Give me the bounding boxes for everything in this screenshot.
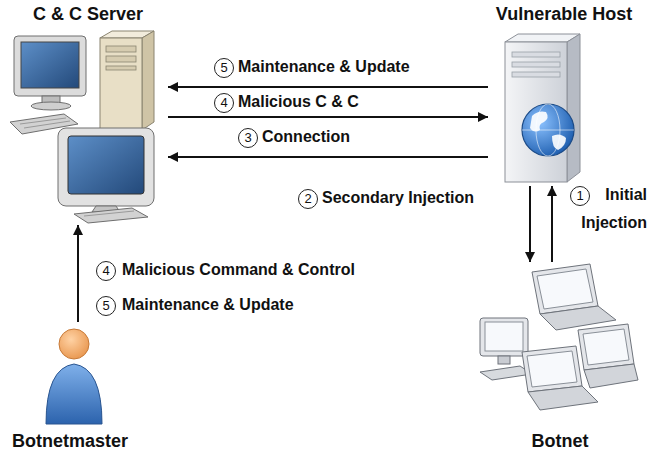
callout-number: 5: [214, 58, 234, 78]
host-server-icon: [505, 34, 580, 182]
node-title: Botnet: [532, 430, 589, 452]
cc-server-node: C & C Server: [8, 3, 168, 225]
callout-number: 2: [298, 189, 318, 209]
edge-label: Malicious Command & Control: [122, 260, 355, 280]
flow-label: Maintenance & Update: [122, 295, 294, 315]
callout-number: 3: [238, 128, 258, 148]
callout-number: 1: [570, 186, 590, 206]
node-title: C & C Server: [33, 3, 143, 25]
edge-label: Connection: [262, 127, 350, 147]
arrow-connector: [168, 86, 488, 88]
edge-label: Malicious C & C: [238, 92, 359, 112]
callout-number: 5: [96, 296, 116, 316]
node-title: Botnetmaster: [12, 430, 128, 452]
arrow-connector: [551, 186, 553, 262]
callout-number: 4: [214, 93, 234, 113]
botnet-icon: [480, 264, 638, 410]
arrow-connector: [77, 225, 79, 322]
botmaster-node: Botnetmaster: [5, 322, 135, 452]
arrow-connector: [168, 116, 488, 118]
arrow-connector: [168, 156, 488, 158]
person-icon: [46, 329, 102, 424]
cc-server-icon: [10, 31, 154, 223]
edge-label: Maintenance & Update: [238, 57, 410, 77]
callout-number: 4: [96, 261, 116, 281]
arrow-connector: [529, 186, 531, 262]
botnet-node: Botnet: [478, 262, 642, 452]
edge-label: Secondary Injection: [322, 188, 474, 208]
host-node: Vulnerable Host: [488, 3, 640, 186]
node-title: Vulnerable Host: [496, 3, 632, 25]
